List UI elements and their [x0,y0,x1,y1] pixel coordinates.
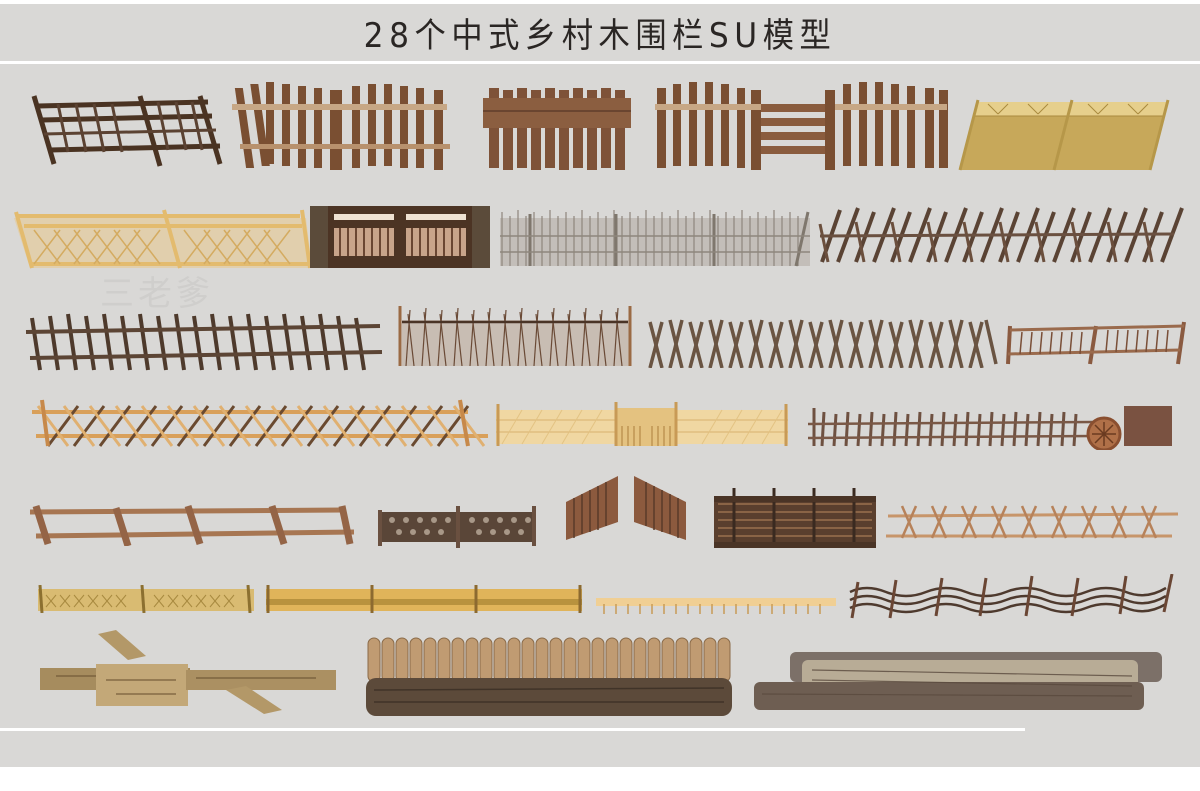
fence-model-branched-log [36,630,344,714]
fence-model-post-and-rail-fence [24,502,354,546]
fence-model-diagonal-cross-bamboo-fence [28,398,494,448]
page-title: 28个中式乡村木围栏SU模型 [363,16,837,56]
fence-model-long-bamboo-railing [264,585,584,613]
fence-model-bamboo-lattice-gate-fence [492,400,792,448]
fence-model-low-bamboo-border [596,594,836,614]
watermark: 三老爹 [100,274,214,314]
fence-model-reed-brush-fence [396,306,634,366]
fence-model-log-palisade-edging [364,636,734,720]
fence-model-picket-gate-fence [653,82,951,170]
fence-model-stacked-logs [752,650,1166,712]
bottom-divider [0,728,1025,731]
fence-model-dark-wood-slat-gate [310,204,490,268]
fence-model-plank-board-fence [483,88,631,170]
fence-model-bamboo-screen-fence [958,96,1170,172]
fence-model-red-wood-rail-fence [1004,320,1190,366]
fence-model-x-stake-fence [646,312,1000,368]
fence-model-woven-lattice-fence [376,504,538,548]
fence-model-split-picket-gate [562,472,692,542]
fence-model-x-cross-rail-fence [882,502,1184,542]
fence-model-short-bamboo-railing [36,585,256,613]
fence-model-gray-branch-fence [496,206,814,268]
top-divider [0,61,1200,64]
fence-model-picket-arch-fence [230,82,455,172]
fence-model-slanted-picket-fence [24,312,384,372]
fence-model-woven-branch-fence [846,574,1178,620]
fence-model-woven-panel-fence [714,488,876,548]
fence-model-crossed-stick-fence [818,204,1194,264]
fence-model-rustic-log-grid-fence [28,92,228,170]
fence-model-bamboo-lattice-railing [10,208,310,270]
fence-model-picket-wagon-wheel-fence [804,400,1176,450]
